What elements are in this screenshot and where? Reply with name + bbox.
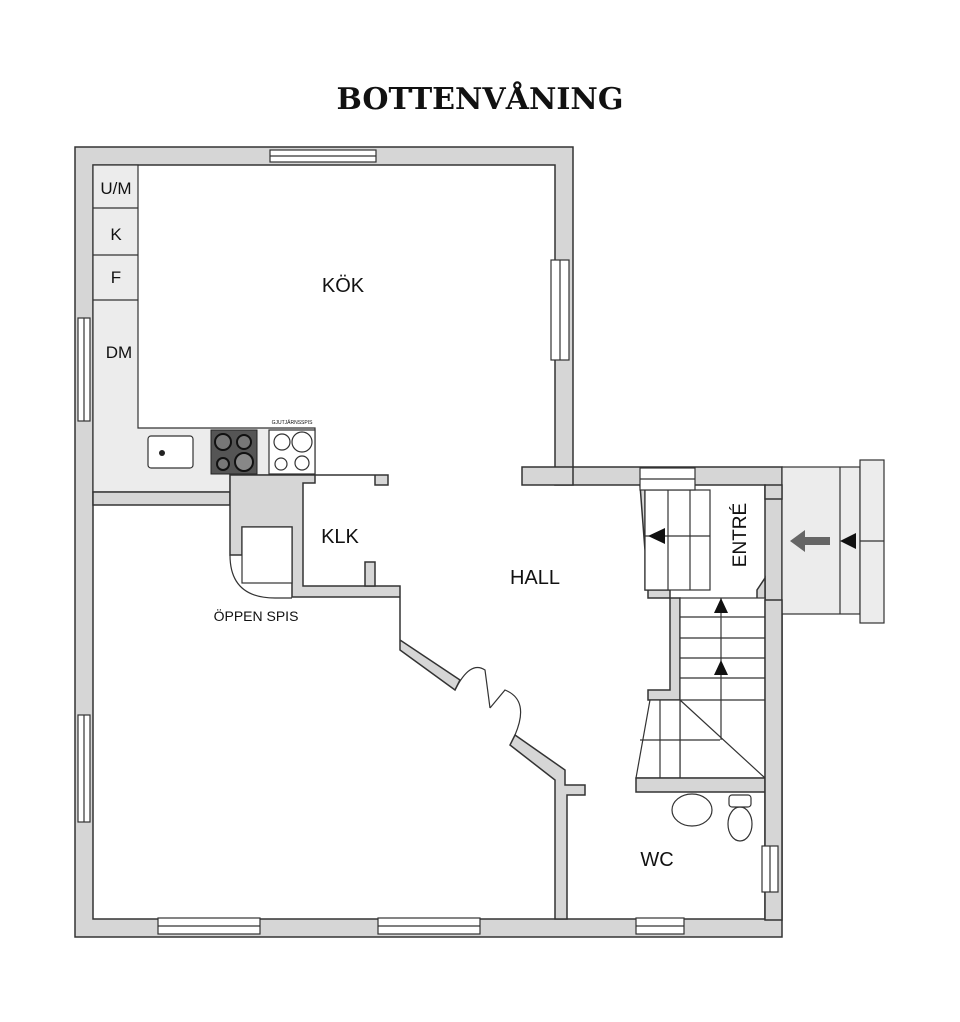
wall [509,733,586,920]
fireplace-opening [241,526,293,584]
staircase [679,597,766,779]
room-label-hall: HALL [510,567,560,589]
sink [147,435,194,469]
wall [756,575,766,601]
unit-label-dm: DM [106,343,132,362]
floor-title: BOTTENVÅNING [336,82,624,117]
wall [635,777,766,793]
room-label-closet: KLK [321,526,359,548]
unit-label-f: F [111,268,121,287]
fireplace-label: ÖPPEN SPIS [214,607,299,624]
door-swing [454,666,522,736]
wall [92,491,231,506]
room-label-entrance: ENTRÉ [730,503,751,567]
unit-label-um: U/M [100,179,131,198]
room-label-wc: WC [640,849,673,871]
entrance-stairs [644,489,711,591]
wall [521,466,574,486]
wc-sink [671,793,713,827]
wall [764,599,783,921]
arrow-icon [840,533,856,549]
arrow-icon [790,530,830,552]
unit-label-k: K [110,225,122,244]
toilet [727,806,753,842]
stove-note: GJUTJÄRNSSPIS [272,419,314,426]
room-label-kitchen: KÖK [322,275,365,297]
windows [77,149,779,935]
